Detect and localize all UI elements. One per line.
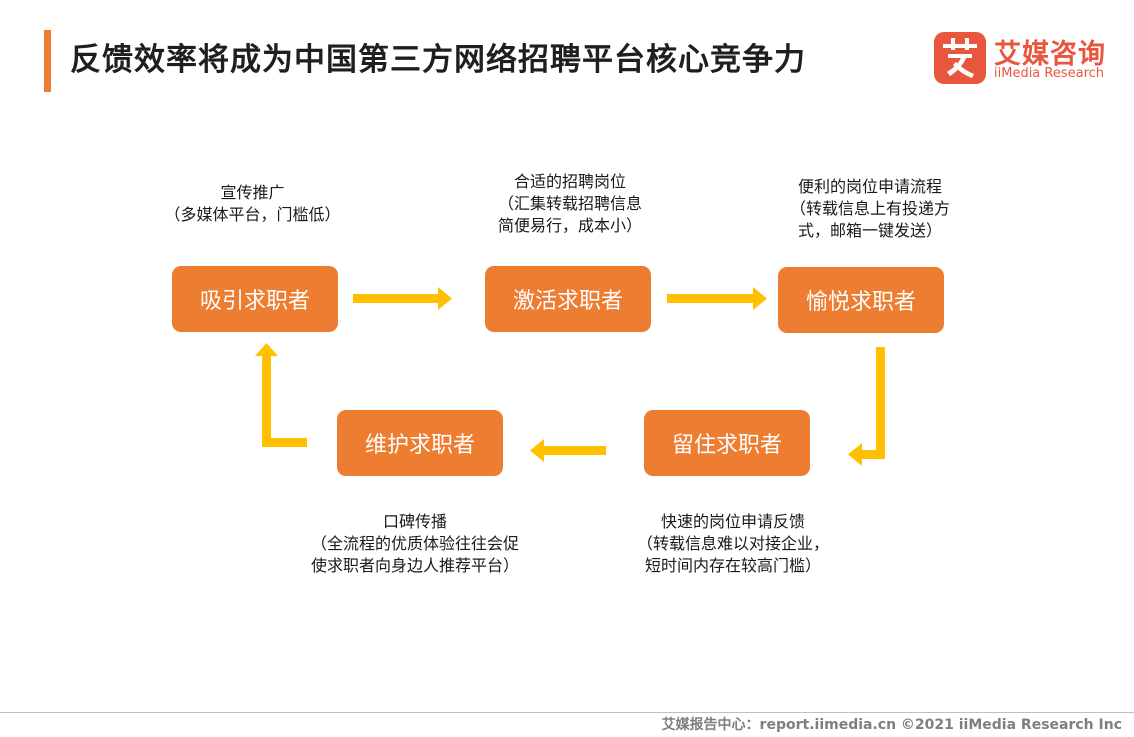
arrow-down-left-icon xyxy=(848,347,885,466)
step-note-delight: 便利的岗位申请流程 （转载信息上有投递方 式，邮箱一键发送） xyxy=(789,177,950,240)
step-box-activate: 激活求职者 xyxy=(485,266,651,332)
arrow-left-up-icon xyxy=(255,343,307,447)
step-box-attract: 吸引求职者 xyxy=(172,266,338,332)
logo-text-cn: 艾媒咨询 xyxy=(994,39,1106,70)
footer-divider xyxy=(0,712,1134,713)
arrow-right-icon xyxy=(667,287,767,310)
step-box-delight: 愉悦求职者 xyxy=(778,267,944,333)
logo-mark-icon xyxy=(934,32,986,84)
footer-source: 艾媒报告中心：report.iimedia.cn ©2021 iiMedia R… xyxy=(661,717,1122,733)
arrow-left-icon xyxy=(530,439,606,462)
arrow-right-icon xyxy=(353,287,452,310)
brand-logo: 艾媒咨询 iiMedia Research xyxy=(934,32,1114,88)
page-title: 反馈效率将成为中国第三方网络招聘平台核心竞争力 xyxy=(70,42,806,78)
logo-text-en: iiMedia Research xyxy=(994,66,1105,81)
step-note-attract: 宣传推广 （多媒体平台，门槛低） xyxy=(164,183,341,224)
step-note-retain: 快速的岗位申请反馈 （转载信息难以对接企业， 短时间内存在较高门槛） xyxy=(636,512,829,575)
title-accent-bar xyxy=(44,30,51,92)
step-note-activate: 合适的招聘岗位 （汇集转载招聘信息 简便易行，成本小） xyxy=(497,172,642,235)
step-box-retain: 留住求职者 xyxy=(644,410,810,476)
step-box-maintain: 维护求职者 xyxy=(337,410,503,476)
step-note-maintain: 口碑传播 （全流程的优质体验往往会促 使求职者向身边人推荐平台） xyxy=(310,512,519,575)
